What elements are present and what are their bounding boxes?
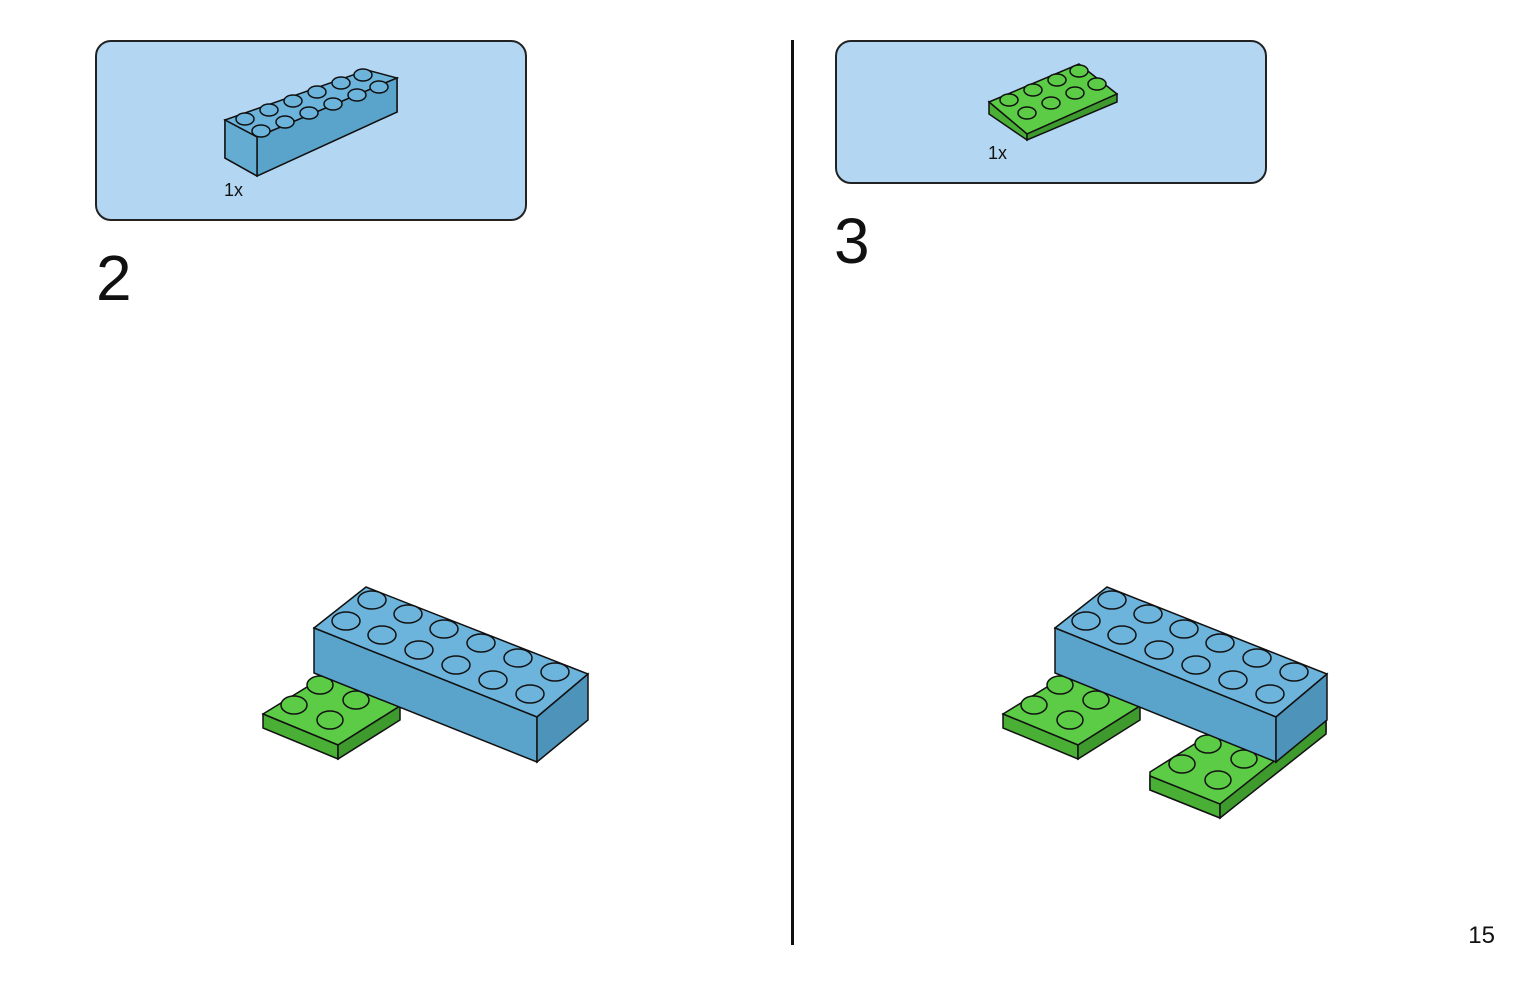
model-assembly-icon: [261, 586, 590, 764]
step-3-panel: 1x 3: [768, 0, 1535, 984]
parts-callout-step-3: 1x: [835, 40, 1267, 184]
step-number: 3: [834, 205, 870, 277]
page-number: 15: [1468, 922, 1495, 949]
model-assembly-icon: [1001, 586, 1329, 820]
part-quantity: 1x: [224, 180, 244, 200]
part-quantity: 1x: [988, 143, 1008, 163]
green-plate-2x4-icon: [987, 63, 1119, 142]
parts-callout-step-2: 1x: [95, 40, 527, 221]
blue-brick-2x6-icon: [223, 68, 400, 178]
step-2-panel: 1x 2: [0, 0, 767, 984]
page-divider: [791, 40, 794, 945]
step-number: 2: [96, 242, 132, 314]
